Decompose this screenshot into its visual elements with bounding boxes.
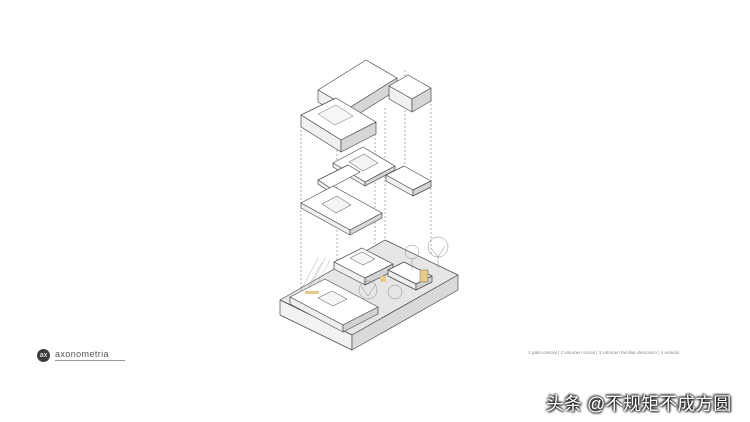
wood-accent (305, 276, 386, 294)
diagram-legend: 1 patio central | 2 volumen social | 3 v… (528, 350, 680, 355)
mid-slab (300, 185, 383, 236)
axonometry-badge: ax (37, 349, 50, 362)
watermark: 头条 @不规矩不成方圆 (546, 394, 732, 414)
roof-volume-lower (300, 97, 377, 153)
diagram-title: axonometria (55, 349, 109, 359)
trees (358, 236, 449, 300)
roof-volume-tower (388, 74, 432, 113)
upper-wing (385, 165, 432, 197)
title-underline (55, 360, 125, 361)
upper-slab (317, 146, 396, 193)
base-volume-family (333, 247, 394, 286)
base-volume-studio (387, 261, 433, 291)
base-volume-social (289, 278, 379, 333)
